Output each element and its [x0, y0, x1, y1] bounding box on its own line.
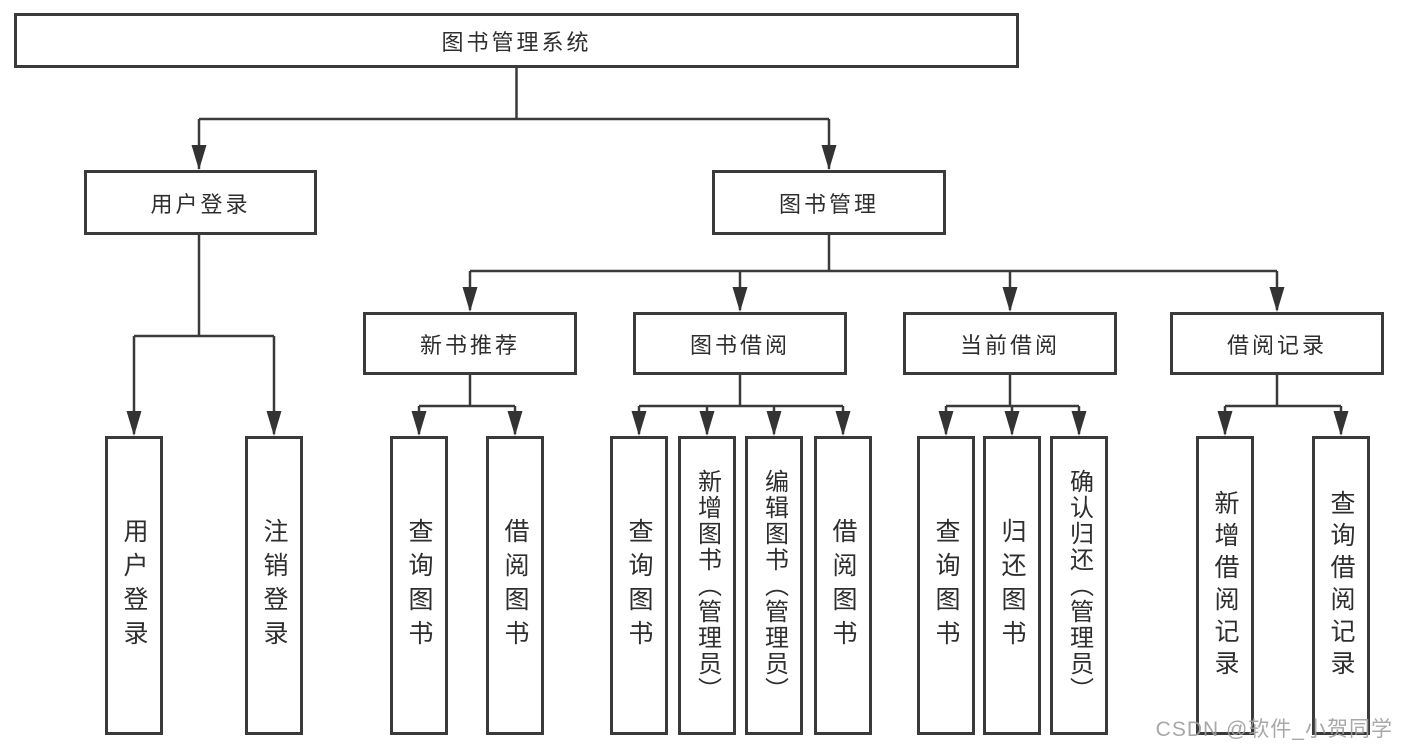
leaf-query-books-current: 查询图书: [917, 436, 975, 735]
leaf-label: 新增图书（管理员）: [693, 468, 721, 703]
arrowheads: [126, 145, 1349, 436]
node-label: 图书借阅: [689, 332, 790, 358]
leaf-label: 新增借阅记录: [1211, 489, 1239, 682]
leaf-label: 编辑图书（管理员）: [760, 468, 788, 703]
node-user-login: 用户登录: [84, 170, 317, 235]
node-label: 用户登录: [150, 191, 251, 217]
leaf-borrow-books: 借阅图书: [814, 436, 872, 735]
leaf-query-borrow-record: 查询借阅记录: [1312, 436, 1370, 735]
leaf-label: 查询图书: [932, 517, 960, 654]
leaf-borrow-books-recommend: 借阅图书: [486, 436, 544, 735]
leaf-confirm-return-admin: 确认归还（管理员）: [1050, 436, 1108, 735]
node-label: 图书管理系统: [441, 29, 592, 55]
node-label: 图书管理: [778, 191, 879, 217]
watermark: CSDN @软件_小贺同学: [1155, 718, 1393, 741]
node-label: 借阅记录: [1226, 332, 1327, 358]
node-library-management-system: 图书管理系统: [14, 13, 1019, 68]
node-current-borrow: 当前借阅: [903, 312, 1117, 375]
node-book-management: 图书管理: [712, 170, 946, 235]
leaf-label: 借阅图书: [829, 517, 857, 654]
leaf-add-book-admin: 新增图书（管理员）: [678, 436, 736, 735]
node-label: 新书推荐: [419, 332, 520, 358]
leaf-query-books-recommend: 查询图书: [390, 436, 448, 735]
leaf-user-login: 用户登录: [105, 436, 163, 735]
leaf-add-borrow-record: 新增借阅记录: [1196, 436, 1254, 735]
leaf-label: 查询图书: [625, 517, 653, 654]
leaf-label: 注销登录: [260, 517, 288, 654]
leaf-label: 确认归还（管理员）: [1065, 468, 1093, 703]
leaf-label: 查询图书: [405, 517, 433, 654]
leaf-query-books-borrow: 查询图书: [610, 436, 668, 735]
node-new-book-recommend: 新书推荐: [363, 312, 577, 375]
leaf-return-books: 归还图书: [983, 436, 1041, 735]
leaf-label: 查询借阅记录: [1327, 489, 1355, 682]
leaf-logout: 注销登录: [245, 436, 303, 735]
leaf-edit-book-admin: 编辑图书（管理员）: [745, 436, 803, 735]
node-book-borrow: 图书借阅: [633, 312, 847, 375]
leaf-label: 归还图书: [998, 517, 1026, 654]
leaf-label: 用户登录: [120, 517, 148, 654]
node-borrow-records: 借阅记录: [1170, 312, 1384, 375]
node-label: 当前借阅: [959, 332, 1060, 358]
leaf-label: 借阅图书: [501, 517, 529, 654]
